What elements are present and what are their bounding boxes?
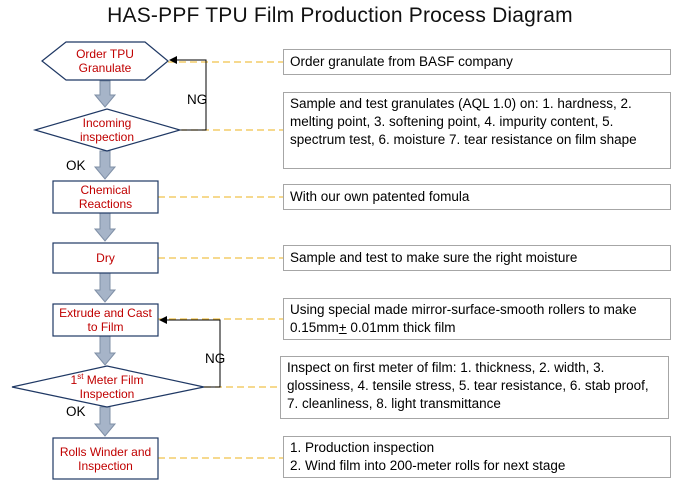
diagram-title: HAS-PPF TPU Film Production Process Diag… [107,4,573,27]
note-rolls-line-2: 2. Wind film into 200-meter rolls for ne… [290,458,566,473]
node-rolls-shape [52,437,159,480]
arrow-down-1 [93,80,117,108]
node-meter-shape [11,365,205,408]
node-extrude-label: Extrude and Cast to Film [59,306,152,334]
ng-loop-2 [159,316,221,388]
node-incoming-shape [32,108,183,152]
node-dry-shape [52,242,159,274]
node-meter-label: 1st Meter Film Inspection [70,372,144,402]
note-meter: Inspect on first meter of film: 1. thick… [280,356,669,419]
ok-label-2: OK [66,404,86,419]
note-incoming: Sample and test granulates (AQL 1.0) on:… [283,92,671,169]
ng-label-1: NG [187,92,208,107]
arrow-down-6 [93,406,117,437]
ng-loop-1 [169,56,207,131]
node-rolls-label: Rolls Winder and Inspection [59,444,152,473]
node-dry-label: Dry [96,251,115,265]
note-dry: Sample and test to make sure the right m… [283,245,671,271]
note-order: Order granulate from BASF company [283,49,671,75]
node-extrude-shape [52,303,159,337]
node-chemical-shape [52,180,159,214]
note-chemical: With our own patented fomula [283,184,671,210]
node-chemical-label: Chemical Reactions [78,183,133,211]
arrow-down-3 [93,212,117,242]
node-order-shape [41,41,169,81]
ok-label-1: OK [66,158,86,173]
note-extrude: Using special made mirror-surface-smooth… [283,298,671,340]
arrow-down-2 [93,150,117,180]
ng-label-2: NG [205,351,226,366]
node-order-label: Order TPU Granulate [76,47,134,75]
node-incoming-label: Incoming inspection [79,116,135,144]
note-rolls-line-1: 1. Production inspection [290,440,435,455]
arrow-down-4 [93,272,117,303]
note-rolls: 1. Production inspection 2. Wind film in… [283,436,671,478]
arrow-down-5 [93,335,117,366]
